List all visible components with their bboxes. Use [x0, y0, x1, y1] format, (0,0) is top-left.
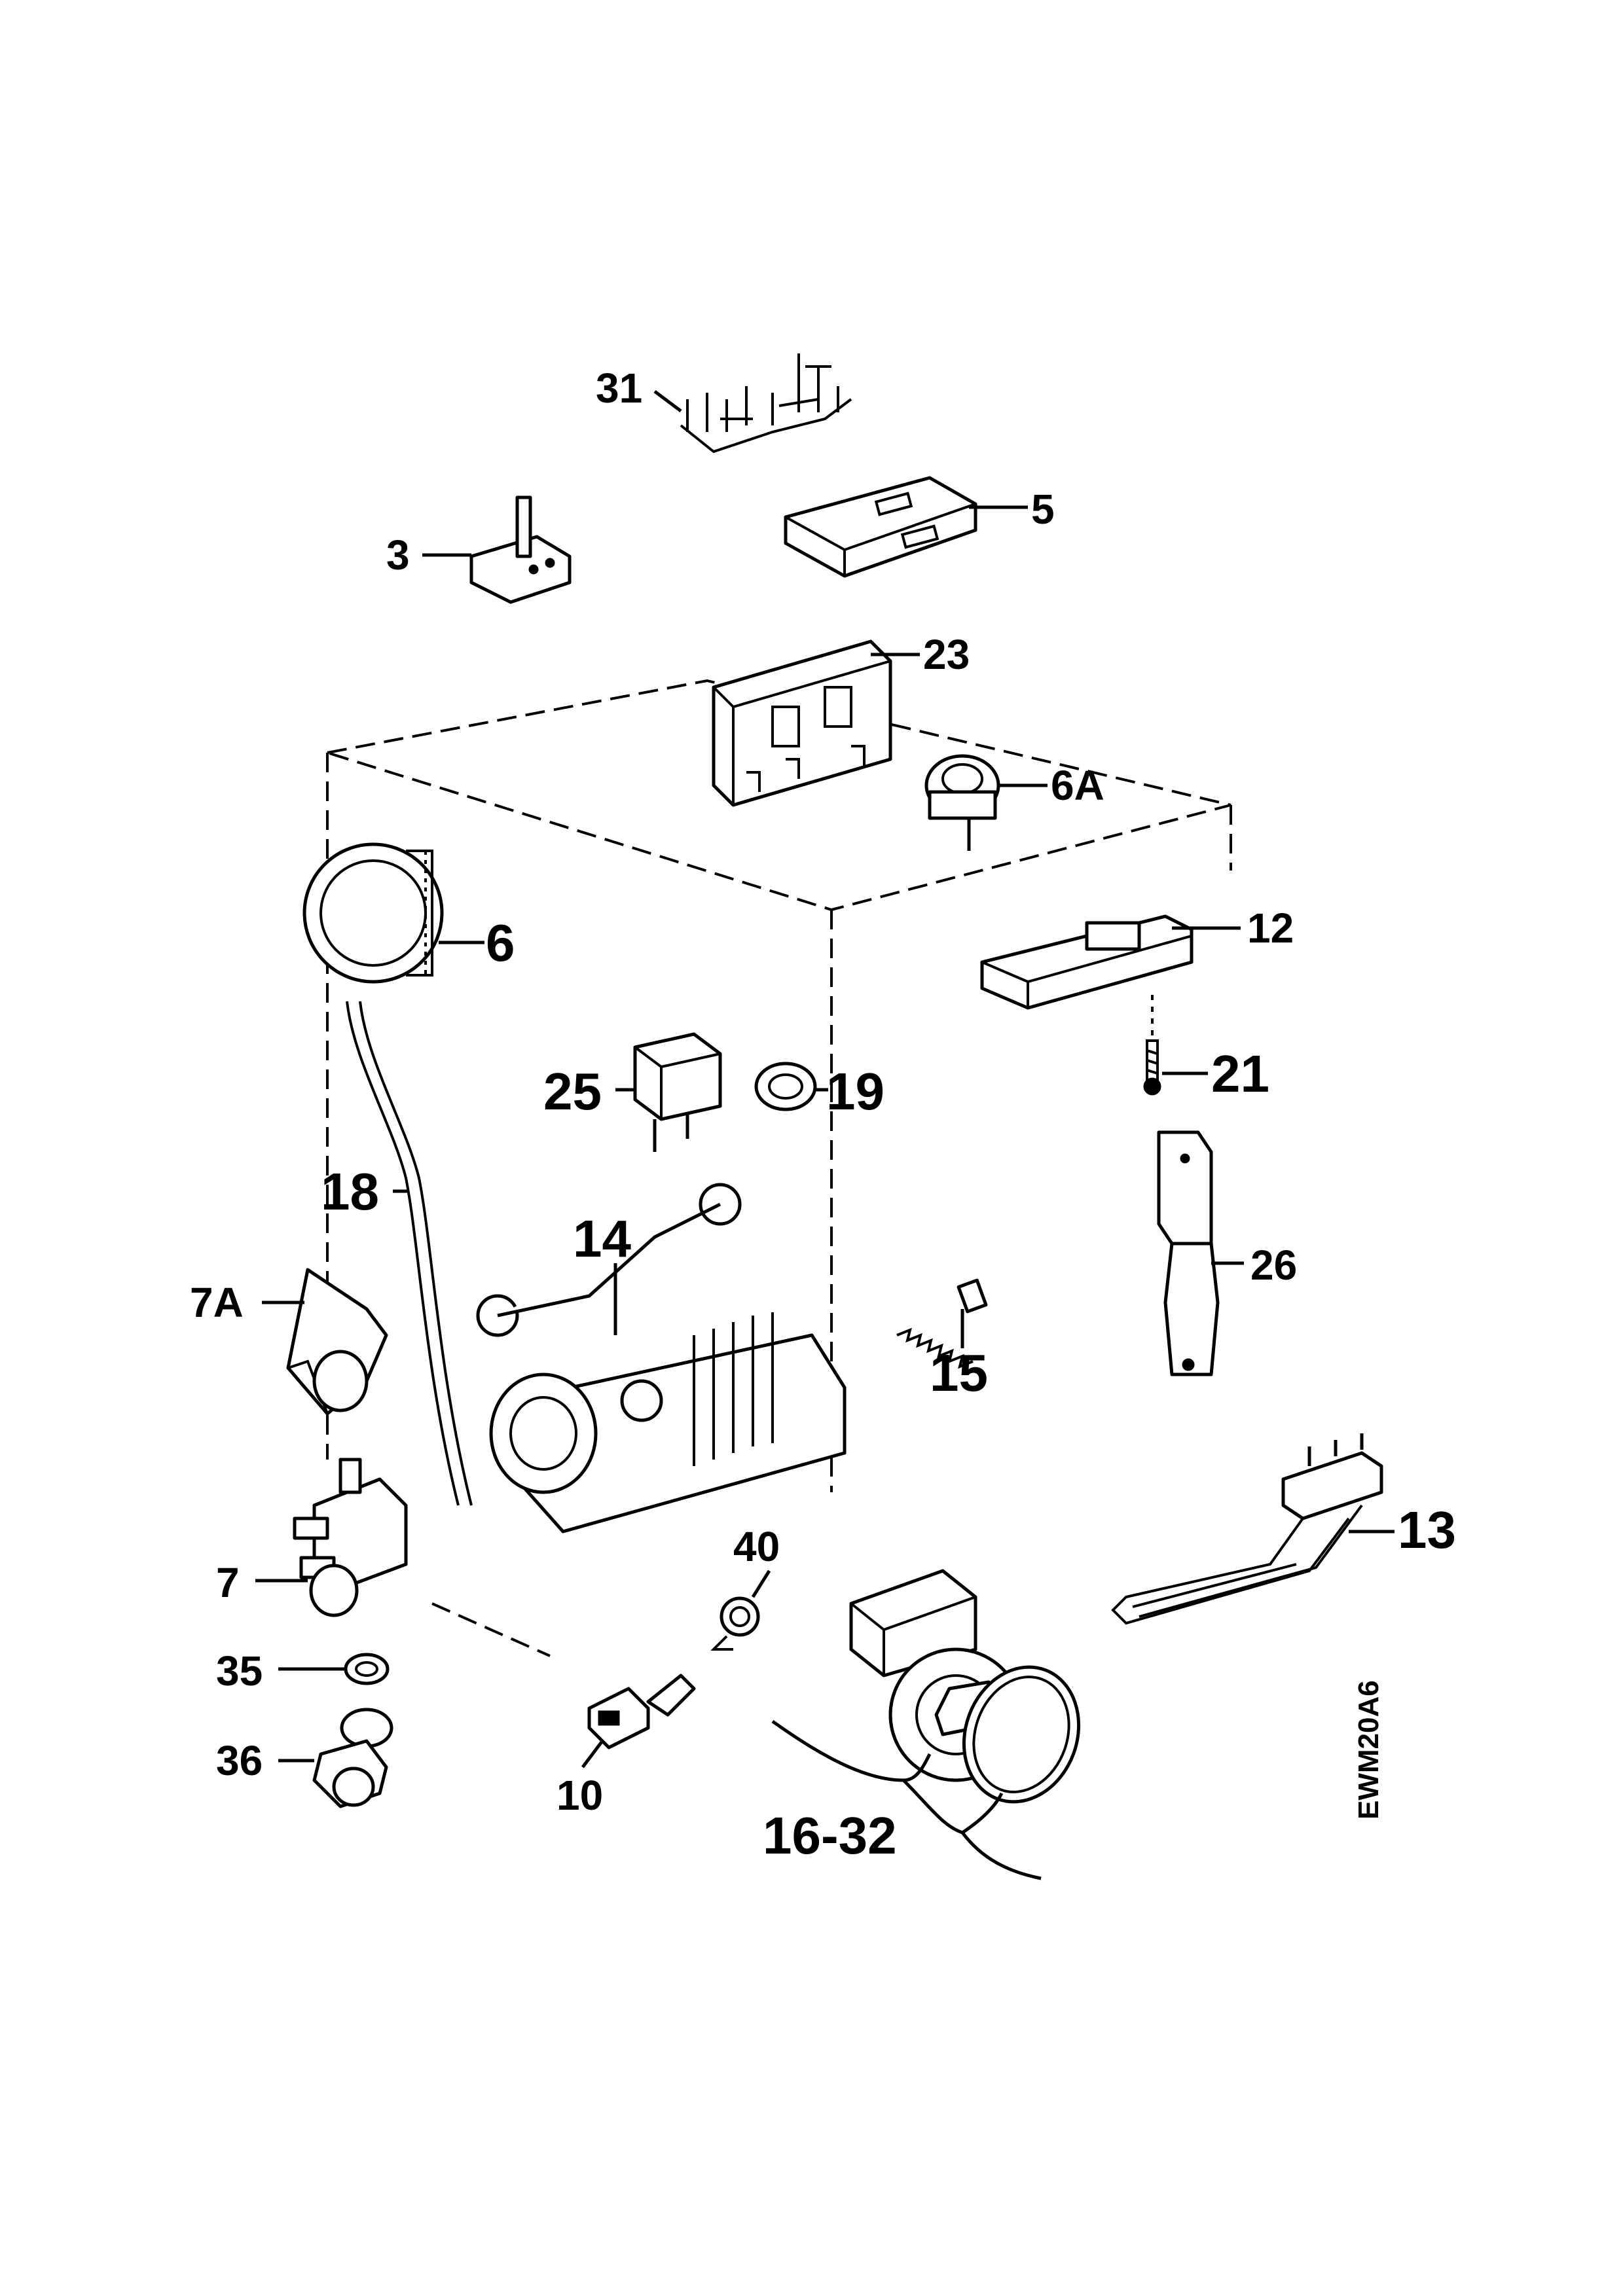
- label-5: 5: [1031, 486, 1055, 533]
- label-7A: 7A: [190, 1279, 244, 1326]
- label-36: 36: [216, 1737, 263, 1784]
- part-35-seal: [278, 1653, 390, 1685]
- part-7-inlet-valve: [255, 1458, 408, 1617]
- part-31-wiring-harness: [653, 353, 852, 454]
- label-31: 31: [596, 365, 642, 412]
- label-19: 19: [826, 1062, 884, 1121]
- part-15-spring: [896, 1278, 988, 1369]
- label-12: 12: [1247, 905, 1294, 952]
- label-18: 18: [321, 1162, 379, 1221]
- label-35: 35: [216, 1647, 263, 1695]
- label-7: 7: [216, 1559, 240, 1606]
- part-16-32-drain-pump: [771, 1569, 1081, 1880]
- part-21-screw: [1143, 995, 1208, 1096]
- label-3: 3: [386, 531, 410, 579]
- part-6A-selector: [924, 754, 1048, 851]
- part-10-sensor: [581, 1674, 696, 1768]
- part-19-grommet: [754, 1062, 828, 1111]
- part-3-switch: [422, 495, 572, 604]
- part-6-rotary-selector: [302, 842, 484, 984]
- label-6: 6: [486, 914, 515, 972]
- part-7A-dispenser: [262, 1268, 388, 1416]
- cabinet-outline: [326, 679, 1232, 1657]
- part-12-door-lock: [980, 914, 1241, 1010]
- part-25-relay: [615, 1032, 722, 1152]
- part-13-heating-element: [1111, 1433, 1395, 1625]
- part-36-fitting: [278, 1708, 393, 1808]
- part-14-motor: [476, 1183, 847, 1534]
- label-23: 23: [923, 631, 970, 678]
- part-23-programmer: [712, 639, 920, 807]
- label-10: 10: [556, 1772, 603, 1819]
- part-18-hose: [346, 1001, 473, 1506]
- part-26-filter: [1157, 1130, 1244, 1376]
- label-21: 21: [1211, 1045, 1269, 1103]
- label-40: 40: [733, 1523, 780, 1570]
- label-25: 25: [543, 1062, 602, 1121]
- label-6A: 6A: [1051, 762, 1104, 809]
- label-16-32: 16-32: [763, 1806, 897, 1865]
- diagram-reference-code: EWM20A6: [1353, 1680, 1385, 1820]
- part-40-clamp: [710, 1570, 771, 1651]
- label-14: 14: [573, 1210, 631, 1268]
- label-26: 26: [1250, 1242, 1297, 1289]
- part-5-electronic-board: [784, 476, 1028, 578]
- label-15: 15: [930, 1344, 988, 1402]
- label-13: 13: [1398, 1501, 1456, 1559]
